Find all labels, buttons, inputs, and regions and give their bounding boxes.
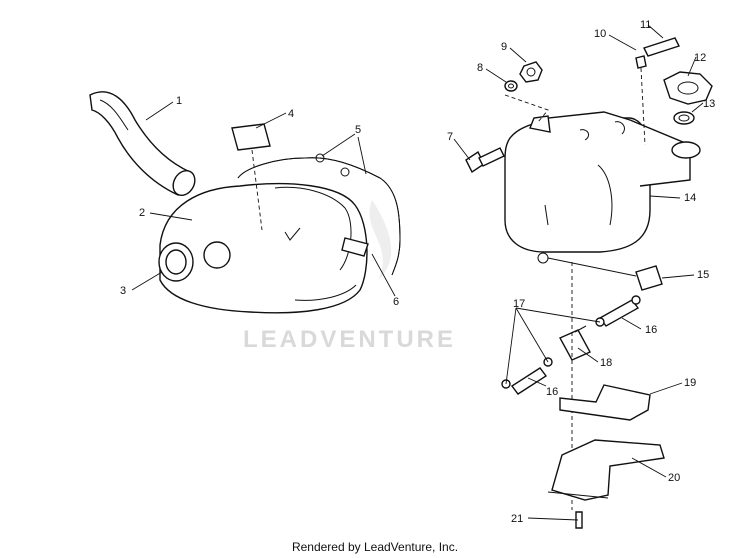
part-4-decal	[231, 123, 271, 231]
callout-16-lower: 16	[546, 386, 558, 398]
part-20-support	[547, 439, 665, 501]
callout-9: 9	[501, 41, 507, 53]
callout-5: 5	[355, 124, 361, 136]
callout-14: 14	[684, 192, 696, 204]
part-11-line	[643, 37, 680, 57]
part-8-washer	[504, 80, 518, 92]
callout-16-upper: 16	[645, 324, 657, 336]
callout-12: 12	[694, 52, 706, 64]
leader-lines	[131, 24, 704, 521]
part-19-bracket	[559, 384, 651, 421]
callout-10: 10	[594, 28, 606, 40]
mounting-leader	[504, 94, 549, 123]
callout-8: 8	[477, 62, 483, 74]
part-5-vent-hose	[237, 153, 401, 276]
part-14-oil-tank	[504, 111, 701, 264]
callout-20: 20	[668, 472, 680, 484]
callout-2: 2	[139, 207, 145, 219]
part-2-tank-body	[159, 182, 368, 314]
callout-4: 4	[288, 108, 294, 120]
part-7-bolt	[465, 147, 505, 174]
part-9-nut	[519, 61, 543, 83]
callout-1: 1	[176, 95, 182, 107]
callout-21: 21	[511, 513, 523, 525]
part-12-cap	[663, 71, 713, 105]
footer-credit: Rendered by LeadVenture, Inc.	[291, 540, 459, 554]
callout-3: 3	[120, 285, 126, 297]
callout-7: 7	[447, 131, 453, 143]
callout-19: 19	[684, 377, 696, 389]
callout-6: 6	[393, 296, 399, 308]
callout-11: 11	[640, 19, 651, 31]
callout-18: 18	[600, 357, 612, 369]
callout-15: 15	[697, 269, 709, 281]
part-16-hose-lower	[510, 367, 548, 395]
watermark-flame-icon	[369, 200, 392, 280]
part-13-gasket	[673, 111, 695, 125]
part-21-screw	[575, 511, 583, 529]
callout-17: 17	[513, 298, 525, 310]
part-17-clamps	[501, 295, 641, 389]
part-1-hose	[89, 91, 196, 197]
callout-13: 13	[703, 98, 715, 110]
part-10-fitting	[635, 55, 647, 146]
part-3-outlet	[158, 242, 194, 282]
part-16-hose-upper	[598, 299, 640, 327]
part-6-strap	[341, 237, 369, 257]
part-18-filter	[559, 325, 591, 361]
part-15-fitting	[547, 257, 663, 291]
watermark-text: LEADVENTURE	[243, 326, 456, 353]
